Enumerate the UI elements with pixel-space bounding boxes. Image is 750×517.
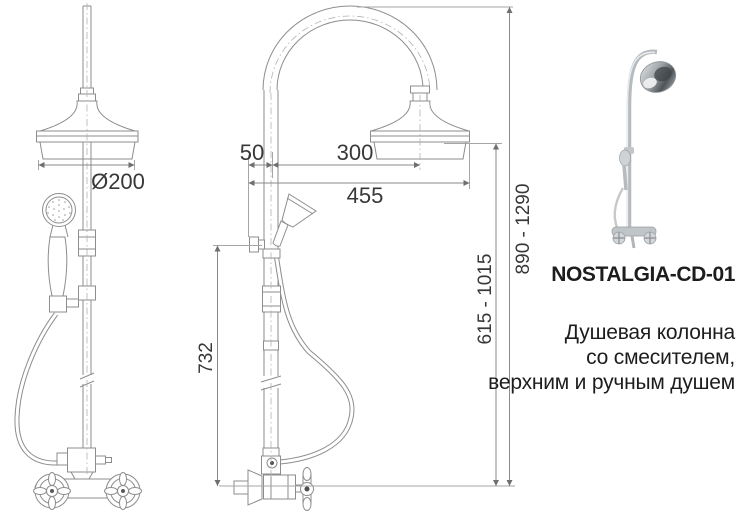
dim-head-reach: 300: [337, 140, 374, 165]
caption-block: NOSTALGIA-CD-01 Душевая колонна со смеси…: [405, 263, 735, 395]
product-model: NOSTALGIA-CD-01: [551, 263, 735, 286]
product-description: Душевая колонна со смесителем, верхним и…: [405, 320, 735, 395]
hand-shower-face-dots: [47, 199, 71, 221]
description-line: Душевая колонна: [564, 321, 735, 344]
dimension-lines: Ø200 50 300 455 732 615 - 1015 890 - 129…: [38, 6, 534, 487]
dim-total-reach: 455: [347, 183, 384, 208]
mixer-handle-left: [33, 472, 71, 510]
description-line: верхним и ручным душем: [488, 371, 735, 394]
dim-hand-shower-height-range: 615 - 1015: [475, 254, 496, 345]
front-view-drawing: [14, 3, 142, 510]
dim-head-diameter: Ø200: [91, 169, 145, 194]
product-photo: [611, 49, 677, 249]
dim-column-height: 732: [196, 342, 217, 374]
description-line: со смесителем,: [586, 346, 735, 369]
side-view-drawing: [233, 5, 470, 511]
dim-total-height-range: 890 - 1290: [513, 184, 534, 275]
mixer-handle-right: [104, 472, 142, 510]
dim-hand-shower-offset: 50: [240, 140, 264, 165]
